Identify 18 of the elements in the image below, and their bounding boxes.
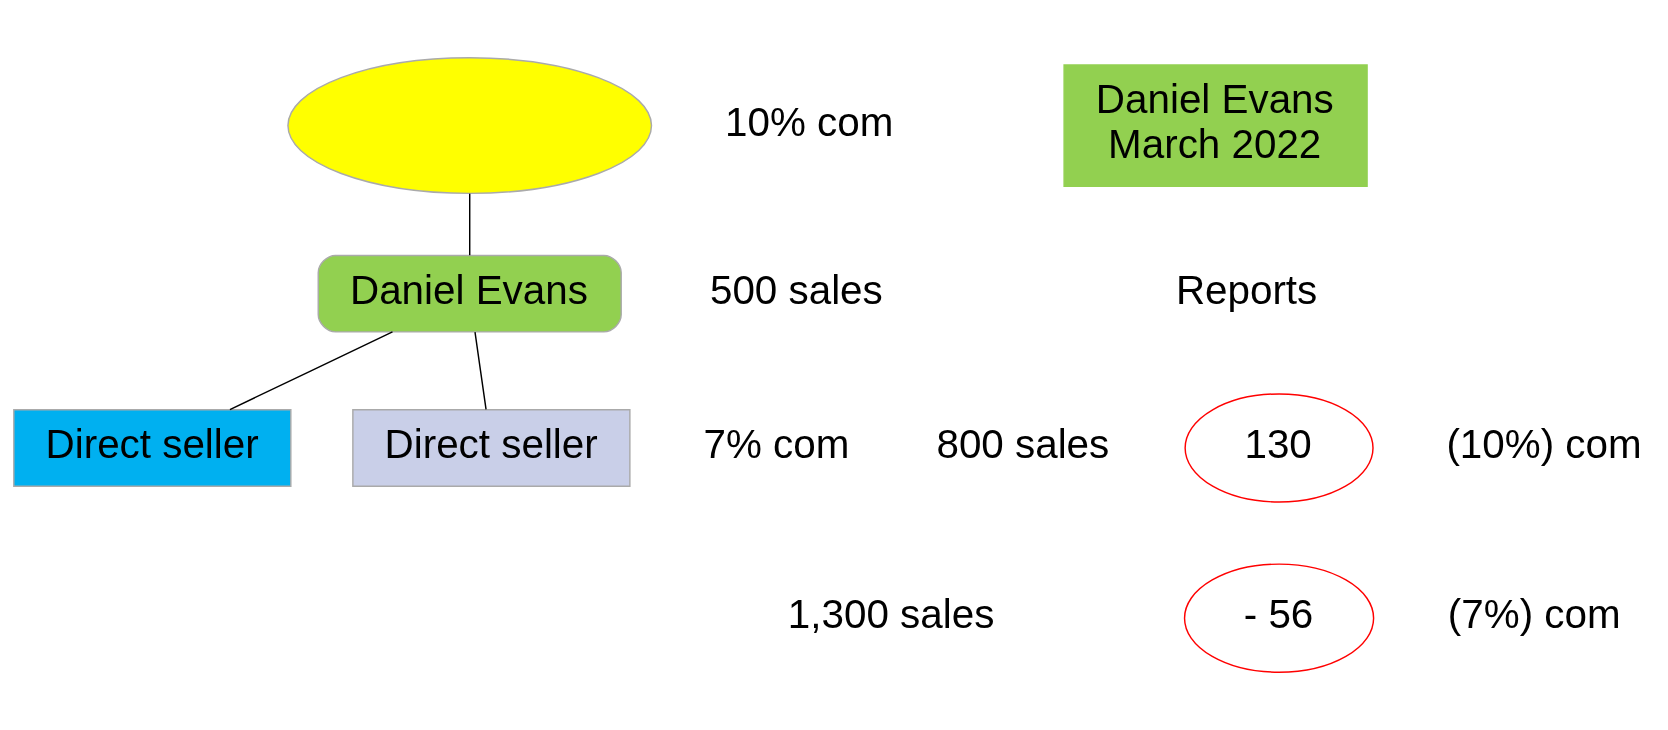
node-box: Direct seller — [13, 409, 292, 487]
connector — [469, 193, 471, 256]
node-box: Direct seller — [352, 409, 631, 487]
node-box: Daniel Evans — [317, 254, 622, 333]
label: Reports — [1175, 266, 1318, 313]
node-ellipse: - 56 — [1183, 563, 1375, 673]
connector — [229, 331, 394, 411]
node-box: Daniel Evans March 2022 — [1063, 64, 1368, 187]
label: 1,300 sales — [787, 591, 995, 638]
node-ellipse — [287, 57, 653, 195]
node-ellipse: 130 — [1184, 393, 1374, 503]
connector — [474, 331, 487, 411]
label: 500 sales — [709, 266, 883, 313]
label: (10%) com — [1446, 420, 1642, 467]
label: 10% com — [725, 98, 894, 145]
label: (7%) com — [1447, 591, 1621, 638]
label: 7% com — [703, 420, 850, 467]
label: 800 sales — [936, 420, 1110, 467]
